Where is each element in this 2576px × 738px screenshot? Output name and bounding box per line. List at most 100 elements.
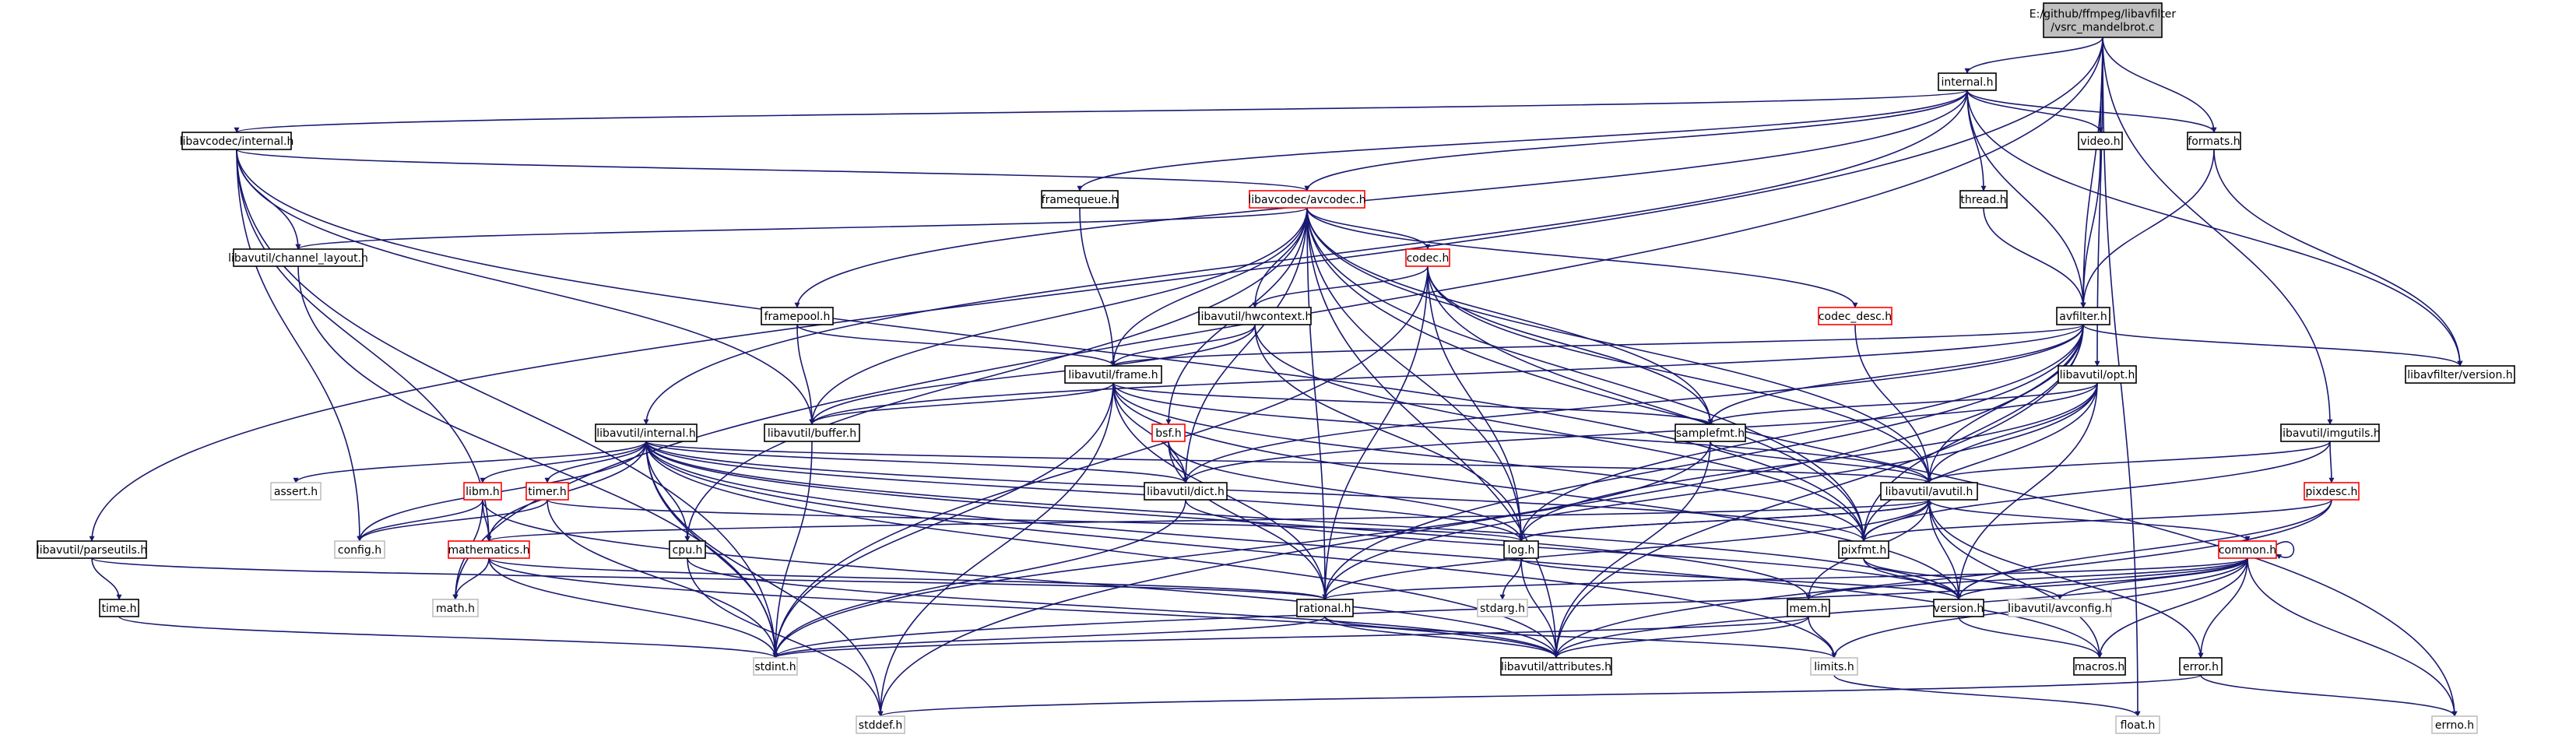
- node-log-h[interactable]: log.h: [1503, 540, 1539, 559]
- edge-internal-h-to-libavutil-internal-h: [643, 90, 1968, 425]
- edge-mathematics-h-to-rational-h: [488, 557, 1328, 600]
- node-cpu-h[interactable]: cpu.h: [669, 540, 706, 559]
- node-libavutil-imgutils-h[interactable]: libavutil/imgutils.h: [2279, 423, 2381, 442]
- node-libavutil-attributes-h[interactable]: libavutil/attributes.h: [1500, 657, 1612, 676]
- node-libavutil-avutil-h[interactable]: libavutil/avutil.h: [1880, 482, 1978, 501]
- node-box: [525, 482, 569, 501]
- edge-cpu-h-to-stddef-h: [687, 557, 884, 717]
- node-box: [1151, 423, 1186, 442]
- node-math-h[interactable]: math.h: [432, 599, 479, 617]
- edge-timer-h-to-config-h: [357, 499, 548, 542]
- edge-internal-h-to-formats-h: [1966, 90, 2217, 133]
- node-framequeue-h[interactable]: framequeue.h: [1041, 190, 1119, 209]
- node-limits-h[interactable]: limits.h: [1810, 657, 1858, 676]
- edge-libavutil-internal-h-to-pixfmt-h: [645, 441, 1867, 542]
- node-box: [1144, 482, 1228, 501]
- edge-codec-h-to-samplefmt-h: [1427, 265, 1713, 425]
- edge-avfilter-h-to-libavutil-avutil-h: [1926, 324, 2084, 483]
- edge-common-h-to-macros-h: [2096, 557, 2248, 659]
- node-box: [2304, 482, 2360, 501]
- edge-mem-h-to-stdint-h: [772, 616, 1809, 659]
- node-float-h[interactable]: float.h: [2115, 715, 2160, 734]
- edge-timer-h-to-log-h: [546, 499, 1524, 542]
- node-codec-desc-h[interactable]: codec_desc.h: [1818, 307, 1892, 325]
- node-video-h[interactable]: video.h: [2078, 132, 2123, 150]
- node-libavutil-internal-h[interactable]: libavutil/internal.h: [595, 423, 698, 442]
- node-label: avfilter.h: [2059, 311, 2107, 323]
- edge-libavutil-frame-h-to-libavutil-dict-h: [1112, 382, 1189, 483]
- node-label: internal.h: [1941, 76, 1993, 89]
- node-thread-h[interactable]: thread.h: [1959, 190, 2008, 209]
- node-libavutil-parseutils-h[interactable]: libavutil/parseutils.h: [37, 540, 147, 559]
- node-box: [233, 248, 364, 267]
- node-libavutil-frame-h[interactable]: libavutil/frame.h: [1064, 365, 1162, 384]
- node-label: framepool.h: [764, 311, 831, 323]
- node-libavutil-channel-layout-h[interactable]: libavutil/channel_layout.h: [228, 248, 368, 267]
- node-samplefmt-h[interactable]: samplefmt.h: [1675, 423, 1746, 442]
- node-version-h[interactable]: version.h: [1933, 599, 1984, 617]
- edge-libavcodec-internal-h-to-pixfmt-h: [236, 149, 1867, 542]
- node-macros-h[interactable]: macros.h: [2073, 657, 2126, 676]
- node-avfilter-h[interactable]: avfilter.h: [2056, 307, 2110, 325]
- node-libavcodec-avcodec-h[interactable]: libavcodec/avcodec.h: [1248, 190, 1366, 209]
- node-libavutil-dict-h[interactable]: libavutil/dict.h: [1144, 482, 1228, 501]
- node-libavutil-buffer-h[interactable]: libavutil/buffer.h: [764, 423, 860, 442]
- node-codec-h[interactable]: codec.h: [1405, 248, 1450, 267]
- node-pixdesc-h[interactable]: pixdesc.h: [2304, 482, 2360, 501]
- node-internal-h[interactable]: internal.h: [1938, 72, 1997, 91]
- node-time-h[interactable]: time.h: [99, 599, 139, 617]
- header-nodes: E:/github/ffmpeg/libavfilter/vsrc_mandel…: [37, 2, 2515, 734]
- edge-mathematics-h-to-stdint-h: [488, 557, 778, 659]
- node-label: libavutil/hwcontext.h: [1198, 311, 1313, 323]
- node-label: mem.h: [1789, 603, 1827, 615]
- node-common-h[interactable]: common.h: [2218, 540, 2277, 559]
- node-box: [463, 482, 502, 501]
- edge-mem-h-to-limits-h: [1808, 616, 1837, 659]
- node-label: libavutil/opt.h: [2060, 369, 2135, 381]
- edge-codec-h-to-log-h: [1427, 265, 1524, 542]
- node-pixfmt-h[interactable]: pixfmt.h: [1838, 540, 1889, 559]
- edge-common-h-to-mem-h: [1805, 557, 2248, 600]
- node-mathematics-h[interactable]: mathematics.h: [448, 540, 530, 559]
- node-libavfilter-version-h[interactable]: libavfilter/version.h: [2405, 365, 2515, 384]
- node-mem-h[interactable]: mem.h: [1787, 599, 1830, 617]
- node-box: [1933, 599, 1984, 617]
- node-stddef-h[interactable]: stddef.h: [856, 715, 905, 734]
- node-box: [1405, 248, 1450, 267]
- edge-pixfmt-h-to-libavutil-avconfig-h: [1863, 557, 2063, 600]
- node-stdarg-h[interactable]: stdarg.h: [1477, 599, 1528, 617]
- node-libm-h[interactable]: libm.h: [463, 482, 502, 501]
- edge-samplefmt-h-to-libavutil-avutil-h: [1710, 441, 1932, 483]
- node-formats-h[interactable]: formats.h: [2187, 132, 2241, 150]
- node-error-h[interactable]: error.h: [2179, 657, 2223, 676]
- node-timer-h[interactable]: timer.h: [525, 482, 569, 501]
- edge-libavcodec-avcodec-h-to-pixfmt-h: [1306, 207, 1867, 542]
- node-libavcodec-internal-h[interactable]: libavcodec/internal.h: [180, 132, 294, 150]
- node-errno-h[interactable]: errno.h: [2431, 715, 2478, 734]
- node-label: rational.h: [1299, 603, 1351, 615]
- node-bsf-h[interactable]: bsf.h: [1151, 423, 1186, 442]
- node-box: [2056, 307, 2110, 325]
- edge-log-h-to-libavutil-attributes-h: [1520, 557, 1559, 659]
- node-stdint-h[interactable]: stdint.h: [753, 657, 798, 676]
- node-label: stdarg.h: [1480, 603, 1525, 615]
- node-framepool-h[interactable]: framepool.h: [761, 307, 834, 325]
- node-libavutil-opt-h[interactable]: libavutil/opt.h: [2058, 365, 2137, 384]
- edge-cpu-h-to-libavutil-attributes-h: [687, 557, 1559, 659]
- node-root[interactable]: E:/github/ffmpeg/libavfilter/vsrc_mandel…: [2030, 2, 2177, 38]
- node-box: [669, 540, 706, 559]
- node-label: libm.h: [466, 486, 500, 498]
- node-label: video.h: [2080, 135, 2120, 148]
- node-libavutil-avconfig-h[interactable]: libavutil/avconfig.h: [2008, 599, 2112, 617]
- node-label: time.h: [102, 603, 137, 615]
- node-libavutil-hwcontext-h[interactable]: libavutil/hwcontext.h: [1198, 307, 1313, 325]
- edge-codec-h-to-libavutil-hwcontext-h: [1252, 265, 1429, 308]
- node-assert-h[interactable]: assert.h: [270, 482, 322, 501]
- node-label: formats.h: [2188, 135, 2240, 148]
- node-rational-h[interactable]: rational.h: [1296, 599, 1354, 617]
- node-box: [99, 599, 139, 617]
- edge-rational-h-to-libavutil-attributes-h: [1324, 616, 1559, 659]
- node-config-h[interactable]: config.h: [334, 540, 385, 559]
- edge-framepool-h-to-libavutil-buffer-h: [796, 324, 815, 425]
